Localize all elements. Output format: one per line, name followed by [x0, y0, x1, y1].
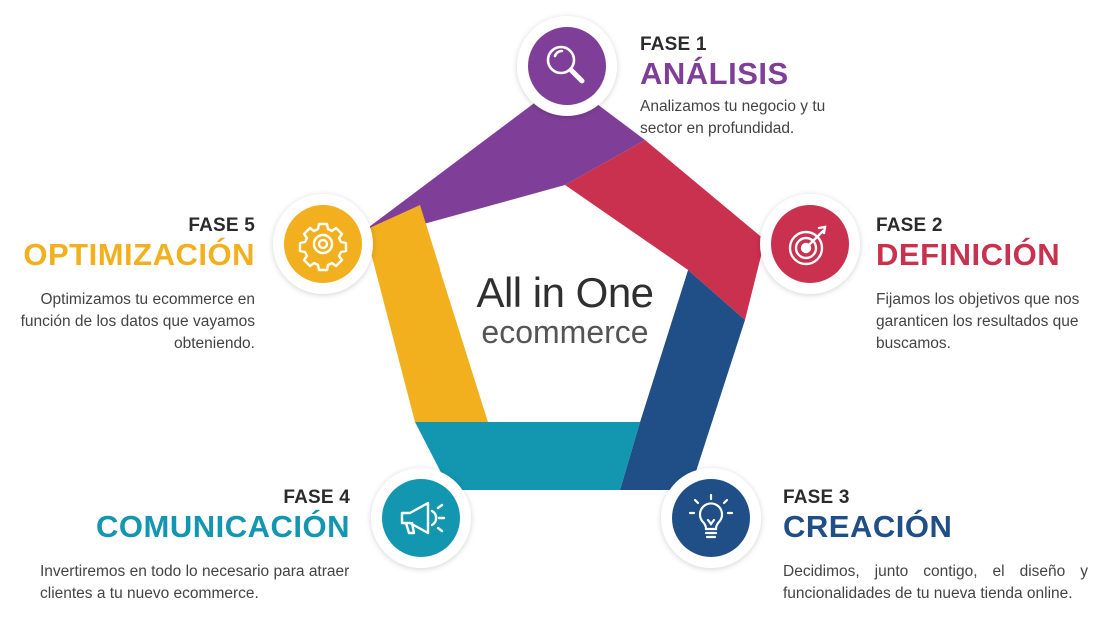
phase-1: FASE 1 ANÁLISIS Analizamos tu negocio y … — [640, 34, 860, 140]
phase-label: FASE 3 — [783, 487, 850, 508]
phase-5: FASE 5 OPTIMIZACIÓN Optimizamos tu ecomm… — [10, 215, 255, 355]
phase-description: Analizamos tu negocio y tu sector en pro… — [640, 98, 826, 137]
phase-3: FASE 3 CREACIÓN Decidimos, junto contigo… — [783, 487, 1088, 605]
band-segment-comunicacion — [415, 422, 640, 490]
phase-description: Optimizamos tu ecommerce en función de l… — [20, 291, 255, 352]
phase-label: FASE 5 — [188, 215, 255, 236]
phase-2: FASE 2 DEFINICIÓN Fijamos los objetivos … — [876, 215, 1086, 355]
phase-title: CREACIÓN — [783, 509, 953, 544]
phase-title: ANÁLISIS — [640, 56, 789, 91]
magnifier-icon — [546, 45, 585, 84]
phase-label: FASE 4 — [283, 487, 350, 508]
phase-4: FASE 4 COMUNICACIÓN Invertiremos en todo… — [40, 487, 350, 605]
band-segment-creacion — [620, 270, 745, 490]
node-fase-1 — [517, 16, 617, 116]
node-fase-5 — [273, 194, 373, 294]
center-title: All in One — [476, 269, 654, 316]
phase-description: Decidimos, junto contigo, el diseño y fu… — [783, 563, 1088, 602]
phase-label: FASE 1 — [640, 34, 707, 55]
band-segment-optimizacion — [365, 205, 488, 422]
center-title-block: All in One ecommerce — [455, 269, 675, 350]
phase-title: OPTIMIZACIÓN — [23, 237, 255, 272]
lightbulb-icon — [688, 493, 734, 539]
phase-description: Fijamos los objetivos que nos garanticen… — [876, 291, 1080, 352]
band-segment-definicion — [565, 140, 765, 320]
inner-pentagon — [440, 185, 688, 422]
phase-title: DEFINICIÓN — [876, 237, 1061, 272]
phase-label: FASE 2 — [876, 215, 943, 236]
node-fase-4 — [371, 468, 471, 568]
megaphone-icon — [400, 501, 446, 535]
phase-description: Invertiremos en todo lo necesario para a… — [40, 563, 350, 602]
node-fase-3 — [661, 468, 761, 568]
gear-icon — [298, 222, 348, 272]
center-subtitle: ecommerce — [481, 314, 649, 350]
target-icon — [788, 225, 827, 266]
phase-title: COMUNICACIÓN — [96, 509, 350, 544]
band-segment-analisis — [365, 80, 645, 230]
node-fase-2 — [760, 194, 860, 294]
